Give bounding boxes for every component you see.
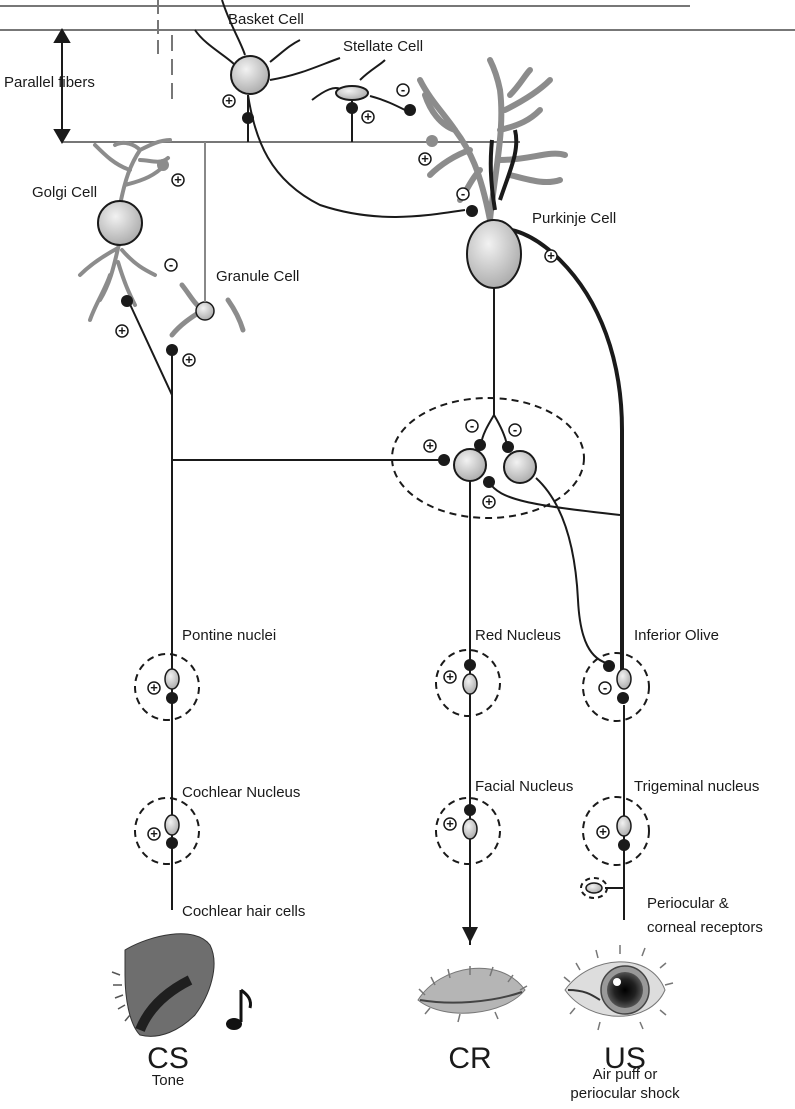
plus-sign-basket-text: + <box>225 93 233 108</box>
minus-sign-olive-text: - <box>603 680 607 695</box>
purkinje-cell-label: Purkinje Cell <box>532 210 616 227</box>
plus-sign-stellate-text: + <box>364 109 372 124</box>
stellate-cell <box>312 60 405 142</box>
trigeminal-neuron <box>617 816 631 836</box>
plus-sign-mossy-golgi-text: + <box>118 323 126 338</box>
interpositus-neuron-1 <box>454 449 486 481</box>
pontine-neuron <box>165 669 179 689</box>
synapse-purkinje-nuclei-2 <box>502 441 514 453</box>
synapse-cochlear <box>166 837 178 849</box>
synapse-stellate-purkinje <box>404 104 416 116</box>
purkinje-axon <box>481 288 507 445</box>
periocular-label-2: corneal receptors <box>647 919 763 936</box>
granule-cell <box>172 142 243 335</box>
plus-sign-red-nucleus-text: + <box>446 669 454 684</box>
synapse-golgi-pf <box>157 159 169 171</box>
plus-sign-purkinje-pf-text: + <box>421 151 429 166</box>
cs-subtitle: Tone <box>152 1072 185 1089</box>
periocular-receptor <box>586 883 602 893</box>
open-eye-illustration <box>564 945 673 1030</box>
facial-nucleus-label: Facial Nucleus <box>475 778 573 795</box>
synapse-olive-excite <box>617 692 629 704</box>
red-nucleus-label: Red Nucleus <box>475 627 561 644</box>
pontine-nuclei-label: Pontine nuclei <box>182 627 276 644</box>
plus-sign-golgi-pf-text: + <box>174 172 182 187</box>
synapse-stellate <box>346 102 358 114</box>
purkinje-soma <box>467 220 521 288</box>
plus-sign-trigeminal-text: + <box>599 824 607 839</box>
synapse-purkinje-nuclei-1 <box>474 439 486 451</box>
synapse-facial-nucleus <box>464 804 476 816</box>
synapse-pontine <box>166 692 178 704</box>
synapse-olive-inhibit <box>603 660 615 672</box>
cr-title: CR <box>448 1042 491 1075</box>
trigeminal-nucleus-label: Trigeminal nucleus <box>634 778 759 795</box>
inferior-olive-neuron <box>617 669 631 689</box>
cochlear-neuron <box>165 815 179 835</box>
synapse-basket <box>242 112 254 124</box>
us-subtitle-line1: Air puff or <box>593 1066 658 1083</box>
synapse-red-nucleus <box>464 659 476 671</box>
ear-illustration <box>112 934 214 1037</box>
basket-cell <box>195 0 465 217</box>
synapse-mossy-nuclei <box>438 454 450 466</box>
synapse-mossy-golgi <box>121 295 133 307</box>
plus-sign-pontine-text: + <box>150 680 158 695</box>
plus-sign-mossy-granule-text: + <box>185 352 193 367</box>
music-note-icon <box>226 990 251 1030</box>
plus-sign-facial-text: + <box>446 816 454 831</box>
synapse-basket-purkinje <box>466 205 478 217</box>
cs-title: CS <box>147 1042 189 1075</box>
plus-sign-nuclei-olive-text: + <box>485 494 493 509</box>
cochlear-hair-cells-label: Cochlear hair cells <box>182 903 305 920</box>
minus-sign-golgi-text: - <box>169 257 173 272</box>
inferior-olive-boundary <box>583 653 649 721</box>
golgi-cell <box>80 140 170 320</box>
red-nucleus-neuron <box>463 674 477 694</box>
cochlear-nucleus-label: Cochlear Nucleus <box>182 784 300 801</box>
basket-cell-label: Basket Cell <box>228 11 304 28</box>
synapse-mossy-granule <box>166 344 178 356</box>
plus-sign-climbing-text: + <box>547 248 555 263</box>
minus-sign-stellate-text: - <box>401 82 405 97</box>
granule-cell-label: Granule Cell <box>216 268 299 285</box>
us-subtitle-line2: periocular shock <box>570 1085 680 1102</box>
golgi-cell-label: Golgi Cell <box>32 184 97 201</box>
plus-sign-nuclei-mossy-text: + <box>426 438 434 453</box>
trigeminal-nucleus-boundary <box>583 797 649 865</box>
periocular-label-1: Periocular & <box>647 895 729 912</box>
interpositus-neuron-2 <box>504 451 536 483</box>
inferior-olive-label: Inferior Olive <box>634 627 719 644</box>
facial-nucleus-neuron <box>463 819 477 839</box>
synapse-trigeminal <box>618 839 630 851</box>
parallel-fibers-label: Parallel fibers <box>4 74 95 91</box>
synapse-parallel-purkinje <box>426 135 438 147</box>
minus-sign-nuclei-1-text: - <box>470 418 474 433</box>
minus-sign-purkinje-text: - <box>461 186 465 201</box>
stellate-cell-label: Stellate Cell <box>343 38 423 55</box>
parallel-fiber-lines <box>0 0 795 142</box>
minus-sign-nuclei-2-text: - <box>513 422 517 437</box>
closed-eye-illustration <box>418 966 527 1022</box>
plus-sign-cochlear-text: + <box>150 826 158 841</box>
